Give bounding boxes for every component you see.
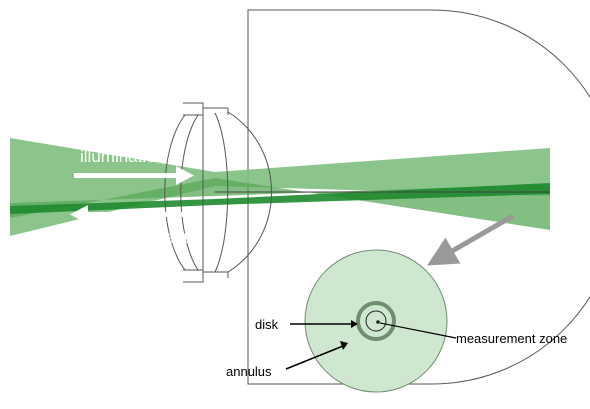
lens-assembly [164,102,272,283]
illumination-arrow-icon [74,166,194,185]
measurement-zone-label: measurement zone [456,331,567,346]
annulus-pointer-head-icon [340,341,348,350]
disk-pointer-head-icon [351,320,358,328]
illumination-label: illumination [80,147,165,166]
annulus-pointer [285,345,344,370]
measurement-arrow-icon [70,205,194,224]
disk-label: disk [255,317,279,332]
callout-arrow-icon [426,213,515,266]
measurement-zone-pointer [379,322,457,339]
annulus-ring [356,301,396,341]
housing-outline [247,9,590,385]
inset-disk-view [304,249,448,393]
measurement-zone-circle [365,310,387,332]
measurement-label: measurement [84,228,188,247]
annulus-label: annulus [226,364,272,379]
beam-core [10,183,550,214]
illumination-beam [10,138,550,236]
center-dot [376,320,380,324]
